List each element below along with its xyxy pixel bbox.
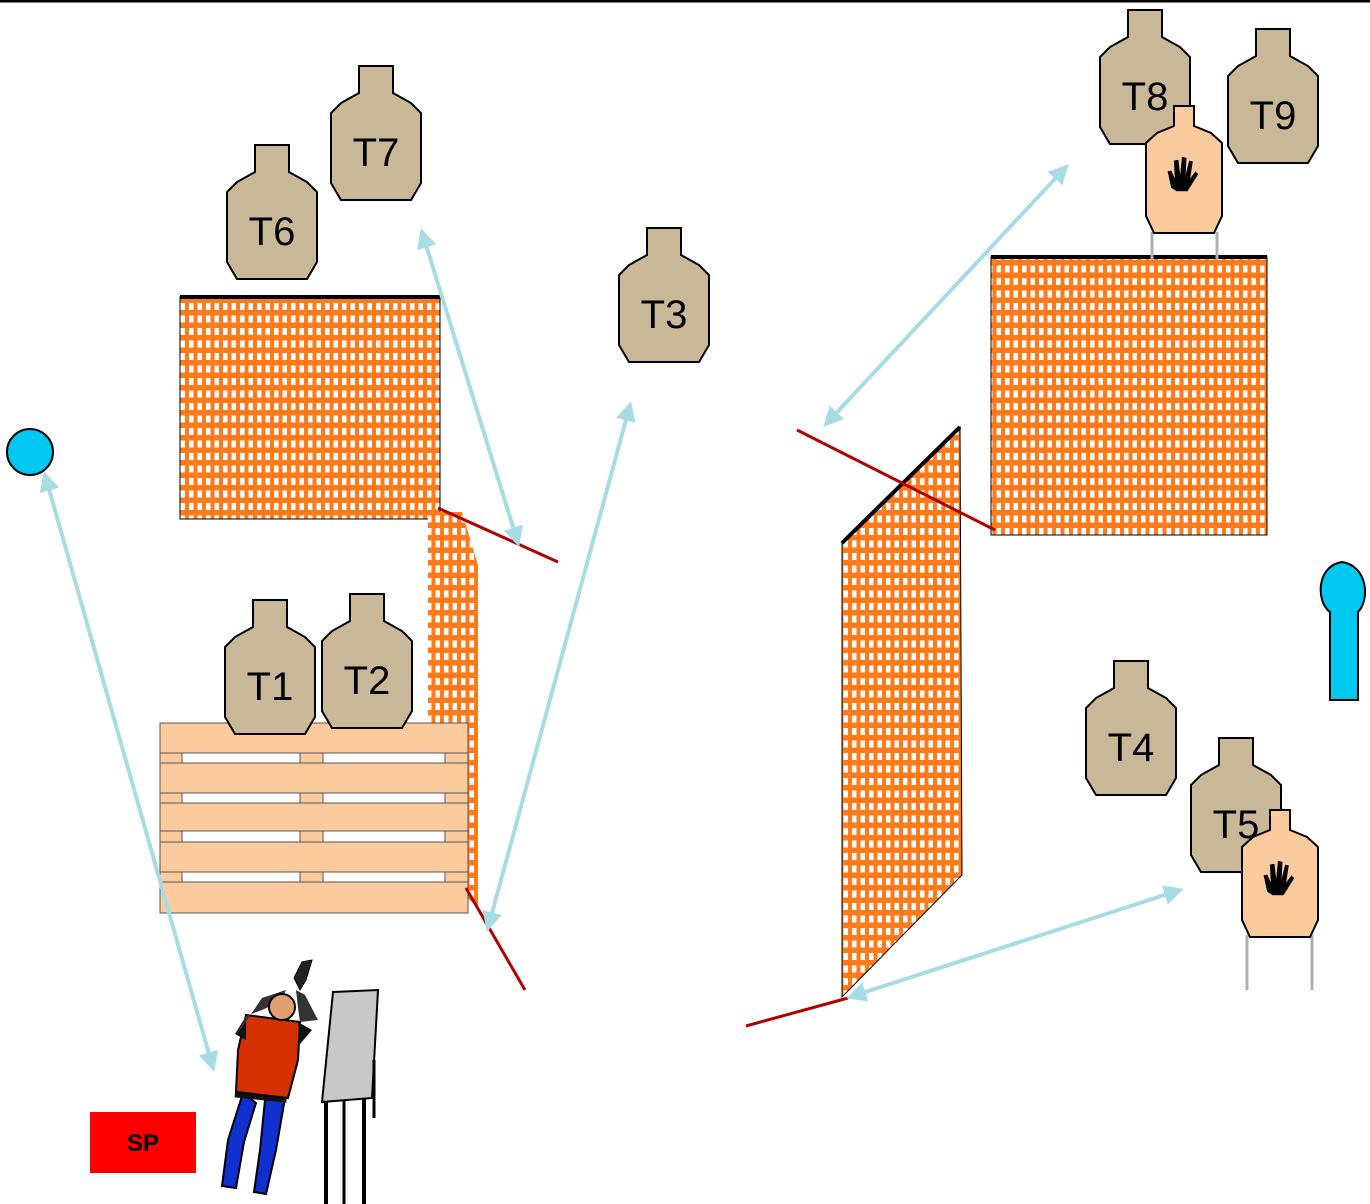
shooter-figure <box>220 959 318 1196</box>
svg-text:T2: T2 <box>344 659 391 703</box>
target-t7: T7 <box>330 65 422 201</box>
pallet <box>159 722 469 914</box>
svg-text:T4: T4 <box>1108 726 1155 770</box>
upper-right-mesh-wall <box>990 256 1268 536</box>
upper-left-mesh-wall <box>179 296 441 520</box>
svg-text:T1: T1 <box>247 665 294 709</box>
svg-text:T6: T6 <box>249 210 296 254</box>
target-t4: T4 <box>1085 660 1177 796</box>
svg-text:T7: T7 <box>353 131 400 175</box>
view-arrows <box>39 164 1184 1072</box>
target-t1: T1 <box>224 599 316 735</box>
target-t8: T8 <box>1099 9 1191 145</box>
svg-text:SP: SP <box>127 1130 159 1157</box>
start-position-box: SP <box>90 1112 196 1173</box>
target-t6: T6 <box>226 144 318 280</box>
svg-text:T3: T3 <box>641 293 688 337</box>
popper-left <box>6 428 54 476</box>
target-t2: T2 <box>321 593 413 729</box>
svg-text:T9: T9 <box>1250 94 1297 138</box>
table <box>320 988 380 1204</box>
target-t9: T9 <box>1227 28 1319 164</box>
center-mesh-wall <box>841 425 963 999</box>
target-t3: T3 <box>618 227 710 363</box>
svg-text:T8: T8 <box>1122 75 1169 119</box>
popper-right <box>1319 560 1366 701</box>
